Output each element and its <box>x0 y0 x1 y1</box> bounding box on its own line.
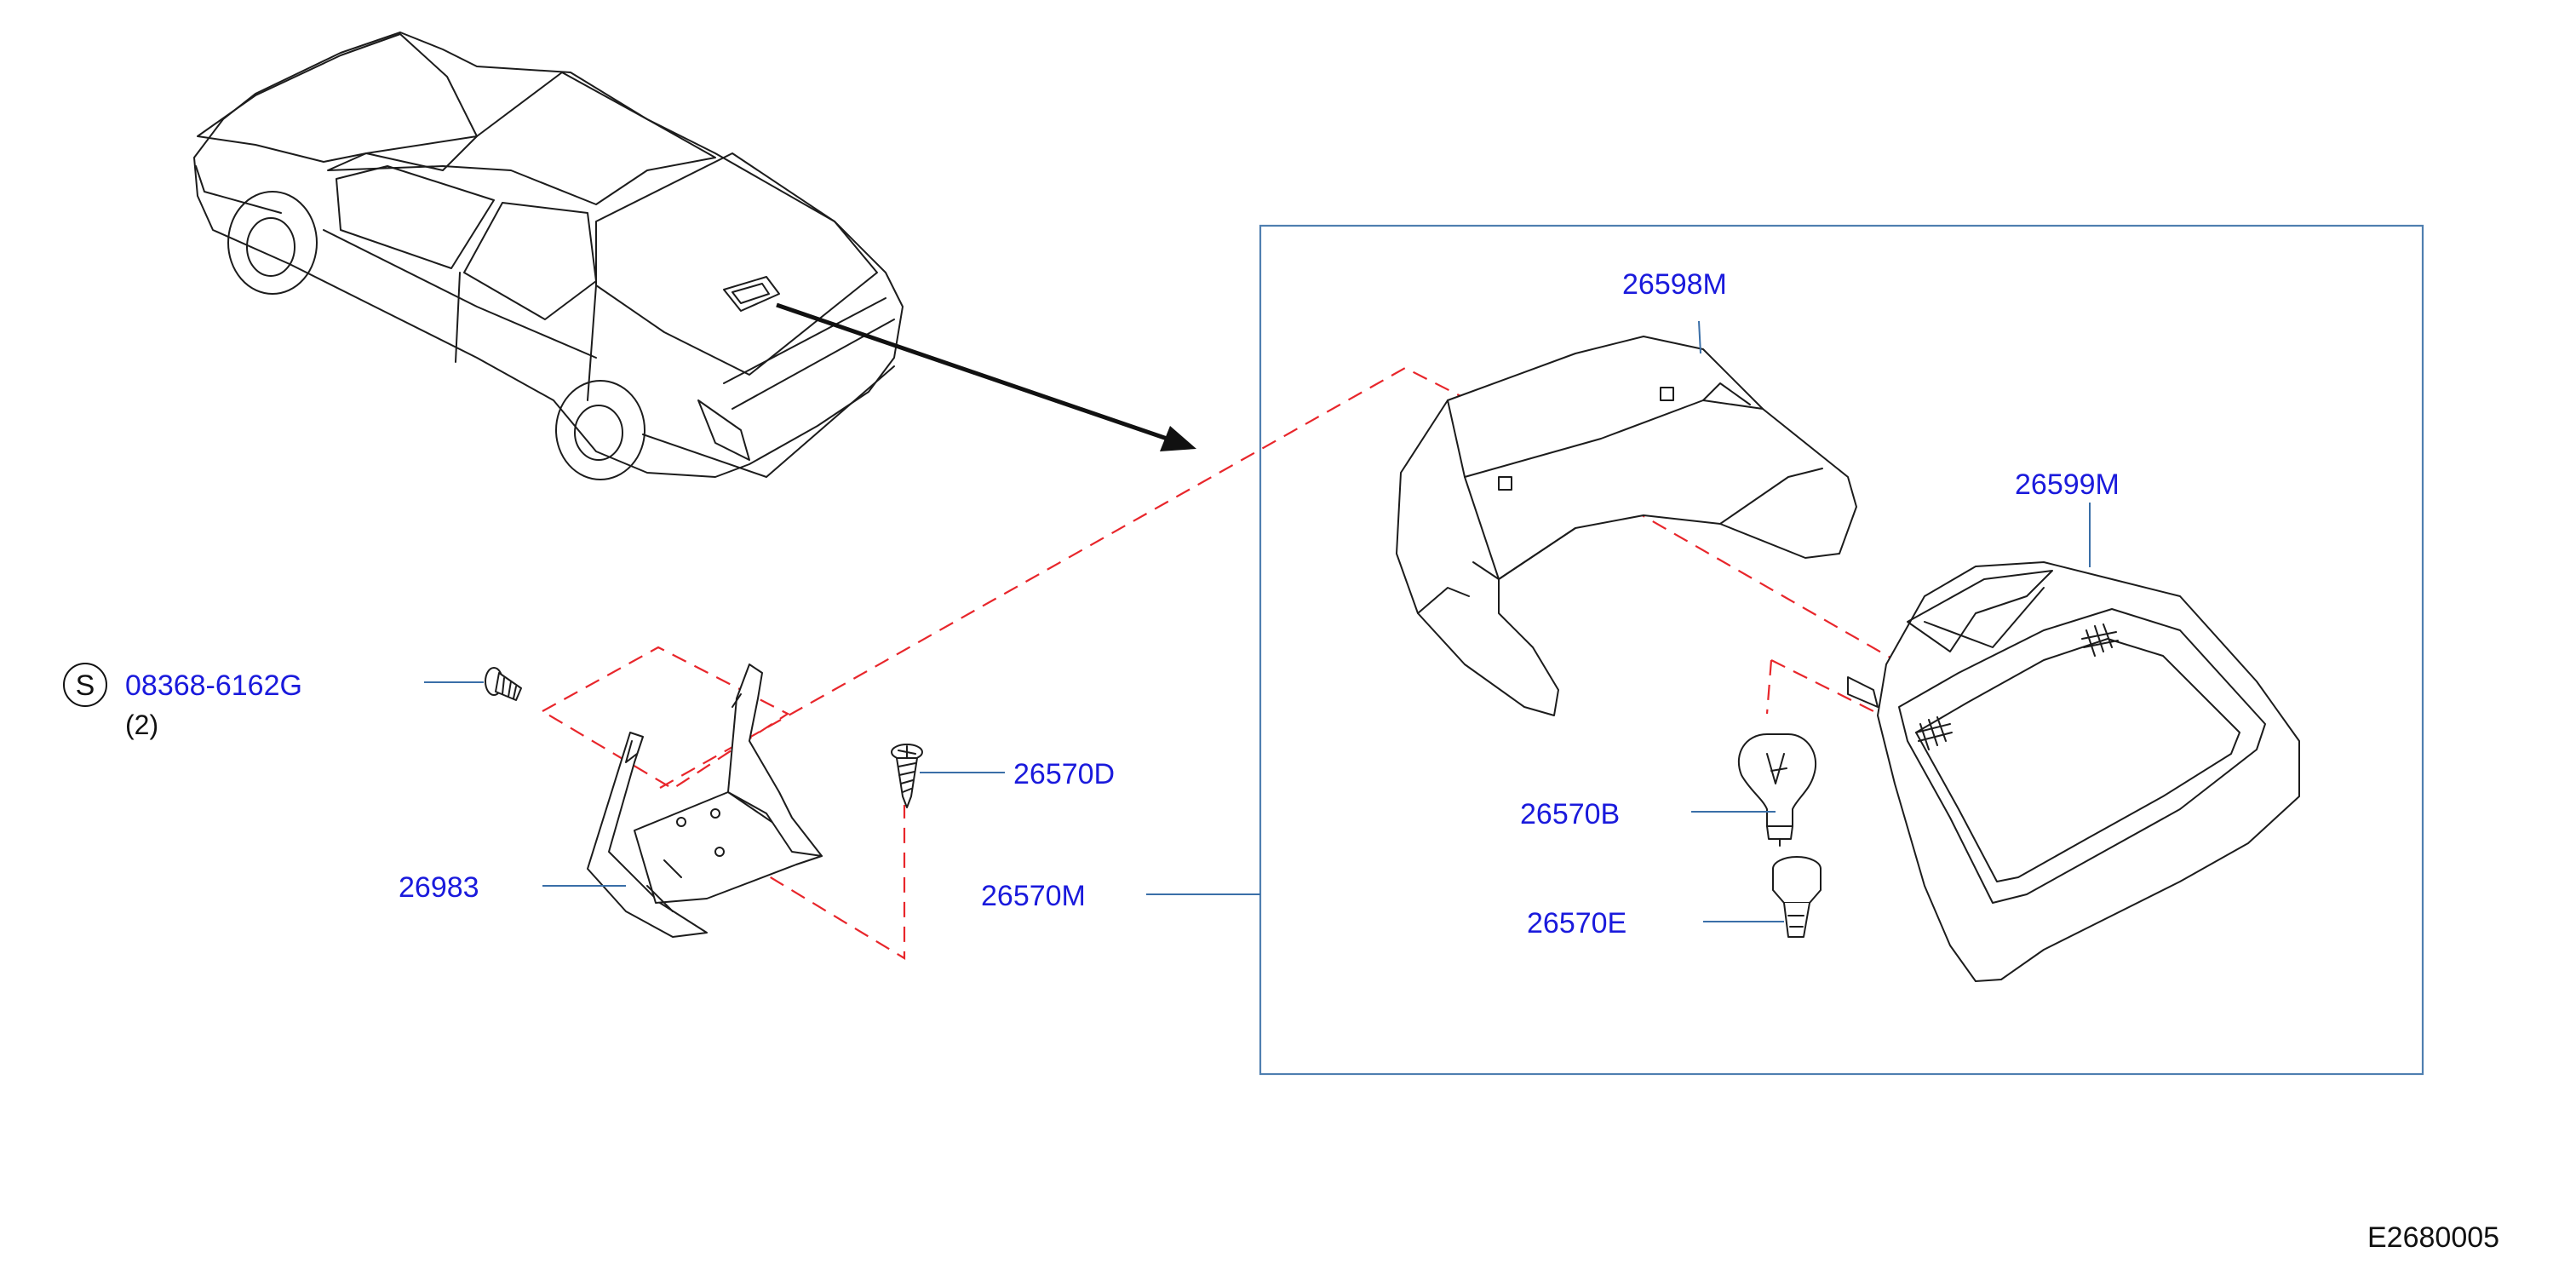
car-illustration <box>193 32 904 480</box>
s-symbol-letter: S <box>76 669 95 702</box>
s-symbol-circle <box>63 663 107 707</box>
clip-screw-part <box>485 667 522 701</box>
socket-part <box>1772 856 1822 938</box>
socket-part-number: 26570E <box>1527 907 1626 939</box>
bracket-part <box>587 664 823 938</box>
lamp-assembly-part-number: 26570M <box>981 880 1086 912</box>
screw-part <box>891 744 923 808</box>
lamp-cover-part <box>1396 336 1857 716</box>
lamp-body-part <box>1847 561 2300 982</box>
dashed-guides <box>542 366 1896 960</box>
lamp-body-part-number: 26599M <box>2015 468 2120 501</box>
screw-clip-callout: S 08368-6162G (2) <box>63 663 302 740</box>
diagram-code: E2680005 <box>2367 1221 2499 1254</box>
screw-part-number: 26570D <box>1013 758 1115 790</box>
leader-lines <box>424 320 2091 922</box>
lamp-assembly-frame <box>1259 224 2424 1076</box>
screw-clip-quantity: (2) <box>125 710 158 740</box>
bulb-part-number: 26570B <box>1520 798 1620 830</box>
pointer-arrow <box>776 302 1196 451</box>
screw-clip-part-number: 08368-6162G <box>125 669 302 702</box>
lamp-cover-part-number: 26598M <box>1622 268 1727 301</box>
bracket-part-number: 26983 <box>399 871 479 904</box>
bulb-part <box>1737 733 1816 847</box>
